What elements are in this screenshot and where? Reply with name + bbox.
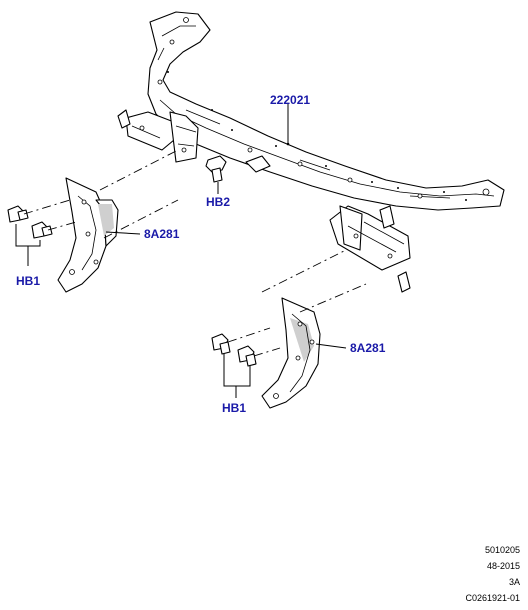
right-lower-bracket bbox=[261, 297, 321, 409]
bolt-hb1-lower-a bbox=[211, 333, 231, 355]
callout-222021: 222021 bbox=[270, 93, 310, 107]
assembly-centerlines bbox=[23, 149, 367, 357]
reference-codes: 5010205 48-2015 3A C0261921-01 bbox=[465, 542, 520, 606]
main-cross-beam bbox=[147, 11, 505, 211]
leader-lines bbox=[15, 104, 347, 398]
bolt-hb2 bbox=[205, 155, 227, 183]
callout-8a281-left: 8A281 bbox=[144, 227, 180, 241]
bolt-hb1-left-a bbox=[7, 205, 29, 223]
callout-hb1-lower: HB1 bbox=[222, 401, 246, 415]
reference-code-4: C0261921-01 bbox=[465, 593, 520, 603]
bolt-hb1-lower-b bbox=[237, 345, 257, 367]
callout-8a281-right: 8A281 bbox=[350, 341, 386, 355]
callout-hb1-left: HB1 bbox=[16, 274, 40, 288]
reference-code-3: 3A bbox=[508, 577, 520, 587]
bolt-hb1-left-b bbox=[31, 221, 53, 239]
left-lower-bracket bbox=[57, 177, 119, 293]
callout-hb2: HB2 bbox=[206, 195, 230, 209]
reference-code-2: 48-2015 bbox=[486, 561, 520, 571]
beam-left-mounting-bracket bbox=[117, 109, 199, 163]
beam-right-mounting-bracket bbox=[329, 205, 411, 293]
reference-code-1: 5010205 bbox=[484, 545, 520, 555]
